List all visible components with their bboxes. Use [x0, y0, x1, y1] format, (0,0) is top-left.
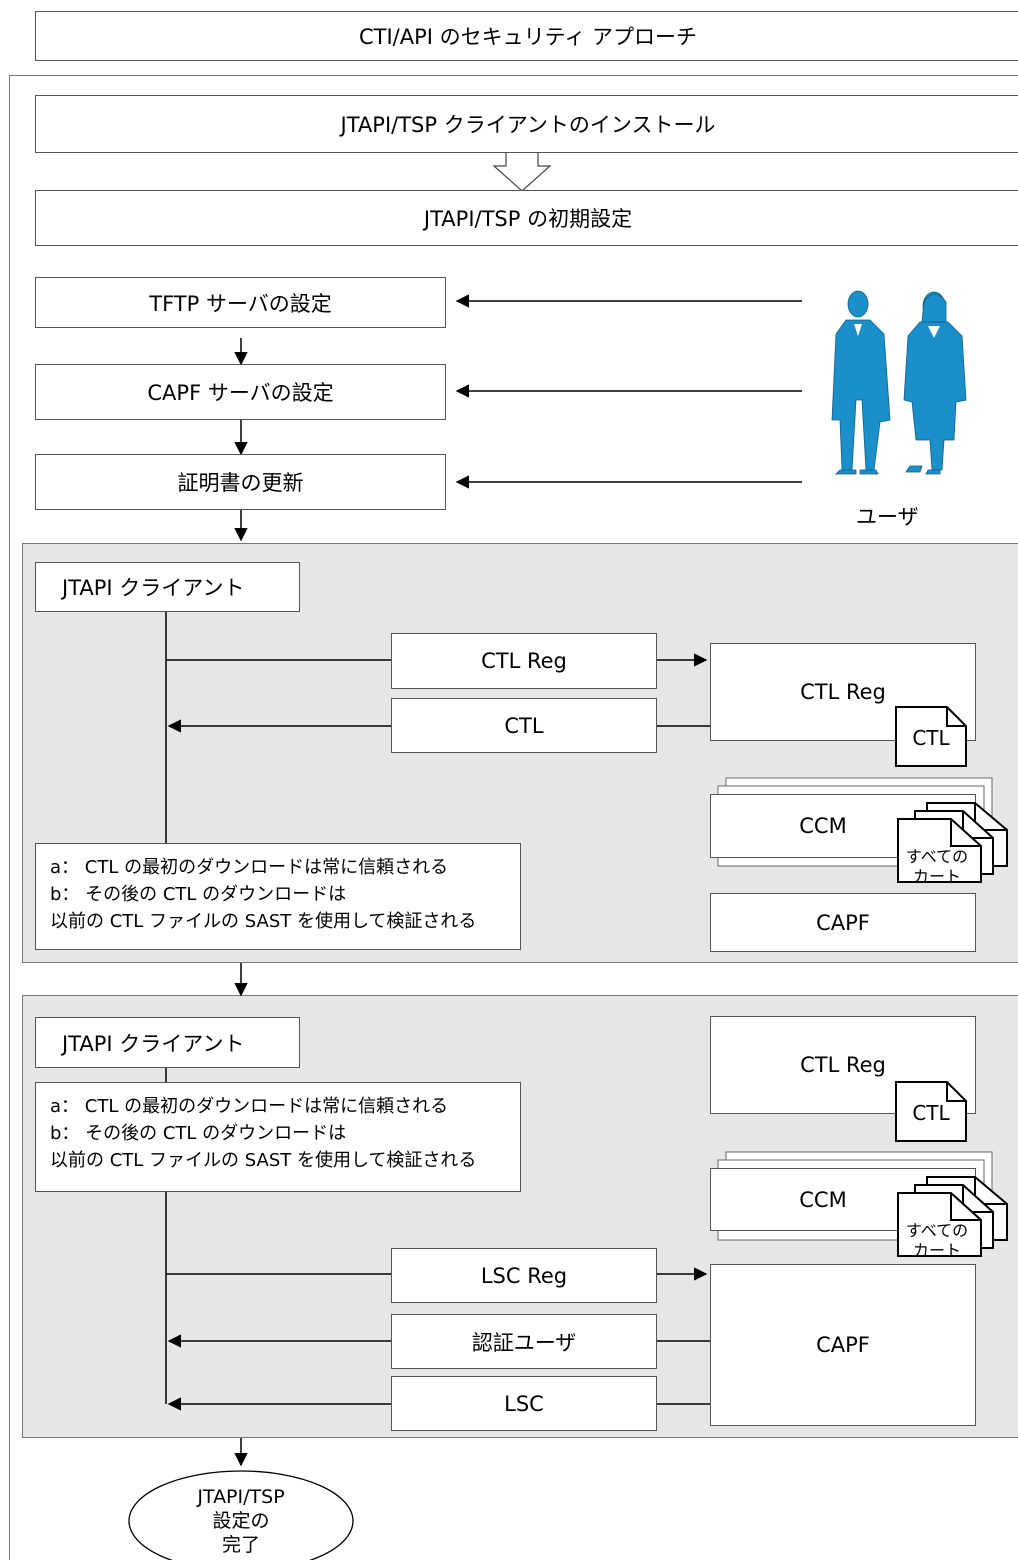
panel2-doc-ctl-label: CTL	[912, 1101, 950, 1125]
panel1-doc-all-cards-line2: カート	[912, 867, 961, 886]
step-client-install: JTAPI/TSP クライアントのインストール	[35, 95, 1018, 153]
step-capf-server: CAPF サーバの設定	[35, 364, 446, 420]
panel1-note-line-c: 以前の CTL ファイルの SAST を使用して検証される	[50, 911, 477, 932]
panel1-jtapi-client: JTAPI クライアント	[35, 562, 300, 612]
end-line3: 完了	[221, 1534, 260, 1556]
panel1-server-capf: CAPF	[710, 893, 976, 952]
end-line2: 設定の	[212, 1510, 270, 1532]
panel1-doc-ctl-label: CTL	[912, 726, 950, 750]
step-tftp-server: TFTP サーバの設定	[35, 277, 446, 328]
end-ellipse	[128, 1470, 354, 1560]
panel2-doc-all-cards-line1: すべての	[905, 1221, 969, 1240]
panel2-server-capf: CAPF	[710, 1264, 976, 1426]
panel1-doc-all-cards-icon: すべての カート	[897, 802, 1009, 886]
panel2-note-line-a: a： CTL の最初のダウンロードは常に信頼される	[50, 1096, 449, 1117]
end-ellipse-label: JTAPI/TSP 設定の 完了	[141, 1473, 341, 1560]
panel1-note: a： CTL の最初のダウンロードは常に信頼される b： その後の CTL のダ…	[35, 843, 521, 950]
step-initial-setup: JTAPI/TSP の初期設定	[35, 190, 1018, 246]
panel1-note-line-a: a： CTL の最初のダウンロードは常に信頼される	[50, 857, 449, 878]
hollow-down-arrow	[492, 151, 552, 192]
panel1-doc-ctl-icon: CTL	[895, 706, 967, 767]
step-cert-update: 証明書の更新	[35, 454, 446, 510]
user-label: ユーザ	[856, 505, 919, 529]
user-figures-icon	[831, 290, 967, 475]
panel1-msg-ctl-reg: CTL Reg	[391, 633, 657, 689]
panel2-msg-auth-user: 認証ユーザ	[391, 1314, 657, 1369]
panel1-note-line-b: b： その後の CTL のダウンロードは	[50, 884, 347, 905]
panel2-msg-lsc: LSC	[391, 1376, 657, 1431]
panel2-doc-all-cards-icon: すべての カート	[897, 1176, 1009, 1260]
panel2-jtapi-client: JTAPI クライアント	[35, 1017, 300, 1068]
panel2-doc-all-cards-line2: カート	[912, 1241, 961, 1260]
panel2-doc-ctl-icon: CTL	[895, 1081, 967, 1142]
panel2-note-line-b: b： その後の CTL のダウンロードは	[50, 1123, 347, 1144]
end-line1: JTAPI/TSP	[197, 1486, 285, 1508]
panel2-note-line-c: 以前の CTL ファイルの SAST を使用して検証される	[50, 1150, 477, 1171]
diagram-title: CTI/API のセキュリティ アプローチ	[35, 11, 1018, 61]
panel2-msg-lsc-reg: LSC Reg	[391, 1248, 657, 1303]
panel1-msg-ctl: CTL	[391, 698, 657, 753]
panel1-doc-all-cards-line1: すべての	[905, 847, 969, 866]
panel2-note: a： CTL の最初のダウンロードは常に信頼される b： その後の CTL のダ…	[35, 1082, 521, 1192]
